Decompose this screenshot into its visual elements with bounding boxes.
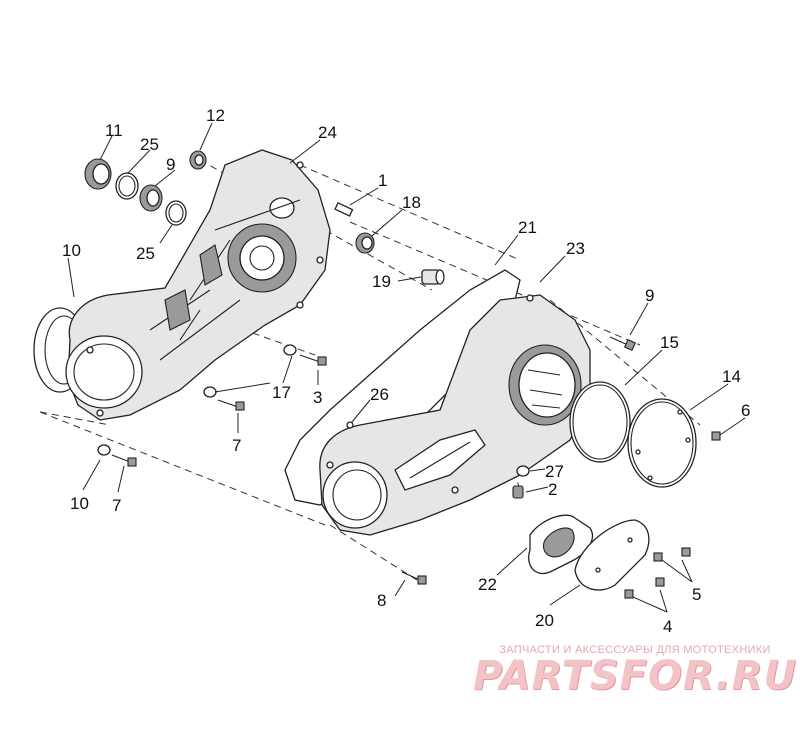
sleeve-part-19 [421, 269, 445, 285]
bolt-part-7-middle [217, 399, 245, 411]
bushing-part-18 [355, 232, 375, 254]
bearing-part-11 [139, 184, 163, 212]
callout-24: 24 [318, 123, 337, 142]
callout-27: 27 [545, 462, 564, 481]
watermark-logo: PARTSFOR.RU [472, 653, 798, 699]
bolt-part-8 [401, 571, 427, 585]
inspection-cover-part-20 [574, 519, 650, 591]
derby-cover-part-15 [627, 398, 697, 488]
dowel-part-1 [334, 202, 354, 217]
retaining-ring-part-25-upper [115, 172, 139, 200]
callout-26: 26 [370, 385, 389, 404]
callout-7-lower: 7 [112, 496, 121, 515]
screws-part-4 [624, 577, 665, 599]
derby-gasket-part-16 [569, 381, 631, 463]
callout-21: 21 [518, 218, 537, 237]
bolt-part-3 [299, 354, 327, 366]
washer-part-10 [97, 444, 111, 456]
callout-22: 23 [566, 239, 585, 258]
callout-23: 22 [478, 575, 497, 594]
inspection-gasket-part-23 [528, 514, 594, 575]
callout-15: 14 [722, 367, 741, 386]
callout-25-lower: 25 [136, 244, 155, 263]
callout-2: 2 [548, 480, 557, 499]
callout-20: 20 [535, 611, 554, 630]
watermark: ЗАПЧАСТИ И АКСЕССУАРЫ ДЛЯ МОТОТЕХНИКИ PA… [470, 644, 800, 696]
callout-10: 10 [70, 494, 89, 513]
plug-part-2 [512, 485, 524, 499]
outer-primary-cover-part-22 [319, 294, 591, 536]
bolt-part-7-lower [111, 454, 137, 467]
seal-part-13 [84, 158, 112, 190]
callout-6: 6 [741, 401, 750, 420]
callout-13: 11 [105, 121, 123, 140]
plug-part-27 [516, 465, 530, 477]
callout-18: 18 [402, 193, 421, 212]
callout-3: 3 [313, 388, 322, 407]
retaining-ring-part-25-lower [165, 200, 187, 226]
leader-lines [67, 122, 746, 613]
callout-19: 19 [372, 272, 391, 291]
washer-part-17-lower [203, 386, 217, 398]
inner-primary-housing-part-24 [65, 149, 331, 421]
callout-11: 9 [166, 155, 175, 174]
callout-labels: 11 25 9 12 24 1 18 10 25 19 21 23 9 15 1… [62, 106, 750, 636]
callout-5: 5 [692, 585, 701, 604]
callout-25-upper: 25 [140, 135, 159, 154]
callout-9: 9 [645, 286, 654, 305]
callout-4: 4 [663, 617, 672, 636]
callout-8: 8 [377, 591, 386, 610]
seal-part-14 [189, 150, 207, 170]
callout-1: 1 [378, 171, 387, 190]
watermark-tagline: ЗАПЧАСТИ И АКСЕССУАРЫ ДЛЯ МОТОТЕХНИКИ [499, 644, 771, 656]
callout-17: 17 [272, 383, 291, 402]
callout-16: 15 [660, 333, 679, 352]
callout-14: 12 [206, 106, 225, 125]
washer-part-17-upper [283, 344, 297, 356]
screws-part-5 [653, 547, 691, 562]
bolt-part-9 [609, 336, 637, 352]
callout-12: 10 [62, 241, 81, 260]
callout-7-middle: 7 [232, 436, 241, 455]
screw-part-6 [711, 431, 721, 441]
